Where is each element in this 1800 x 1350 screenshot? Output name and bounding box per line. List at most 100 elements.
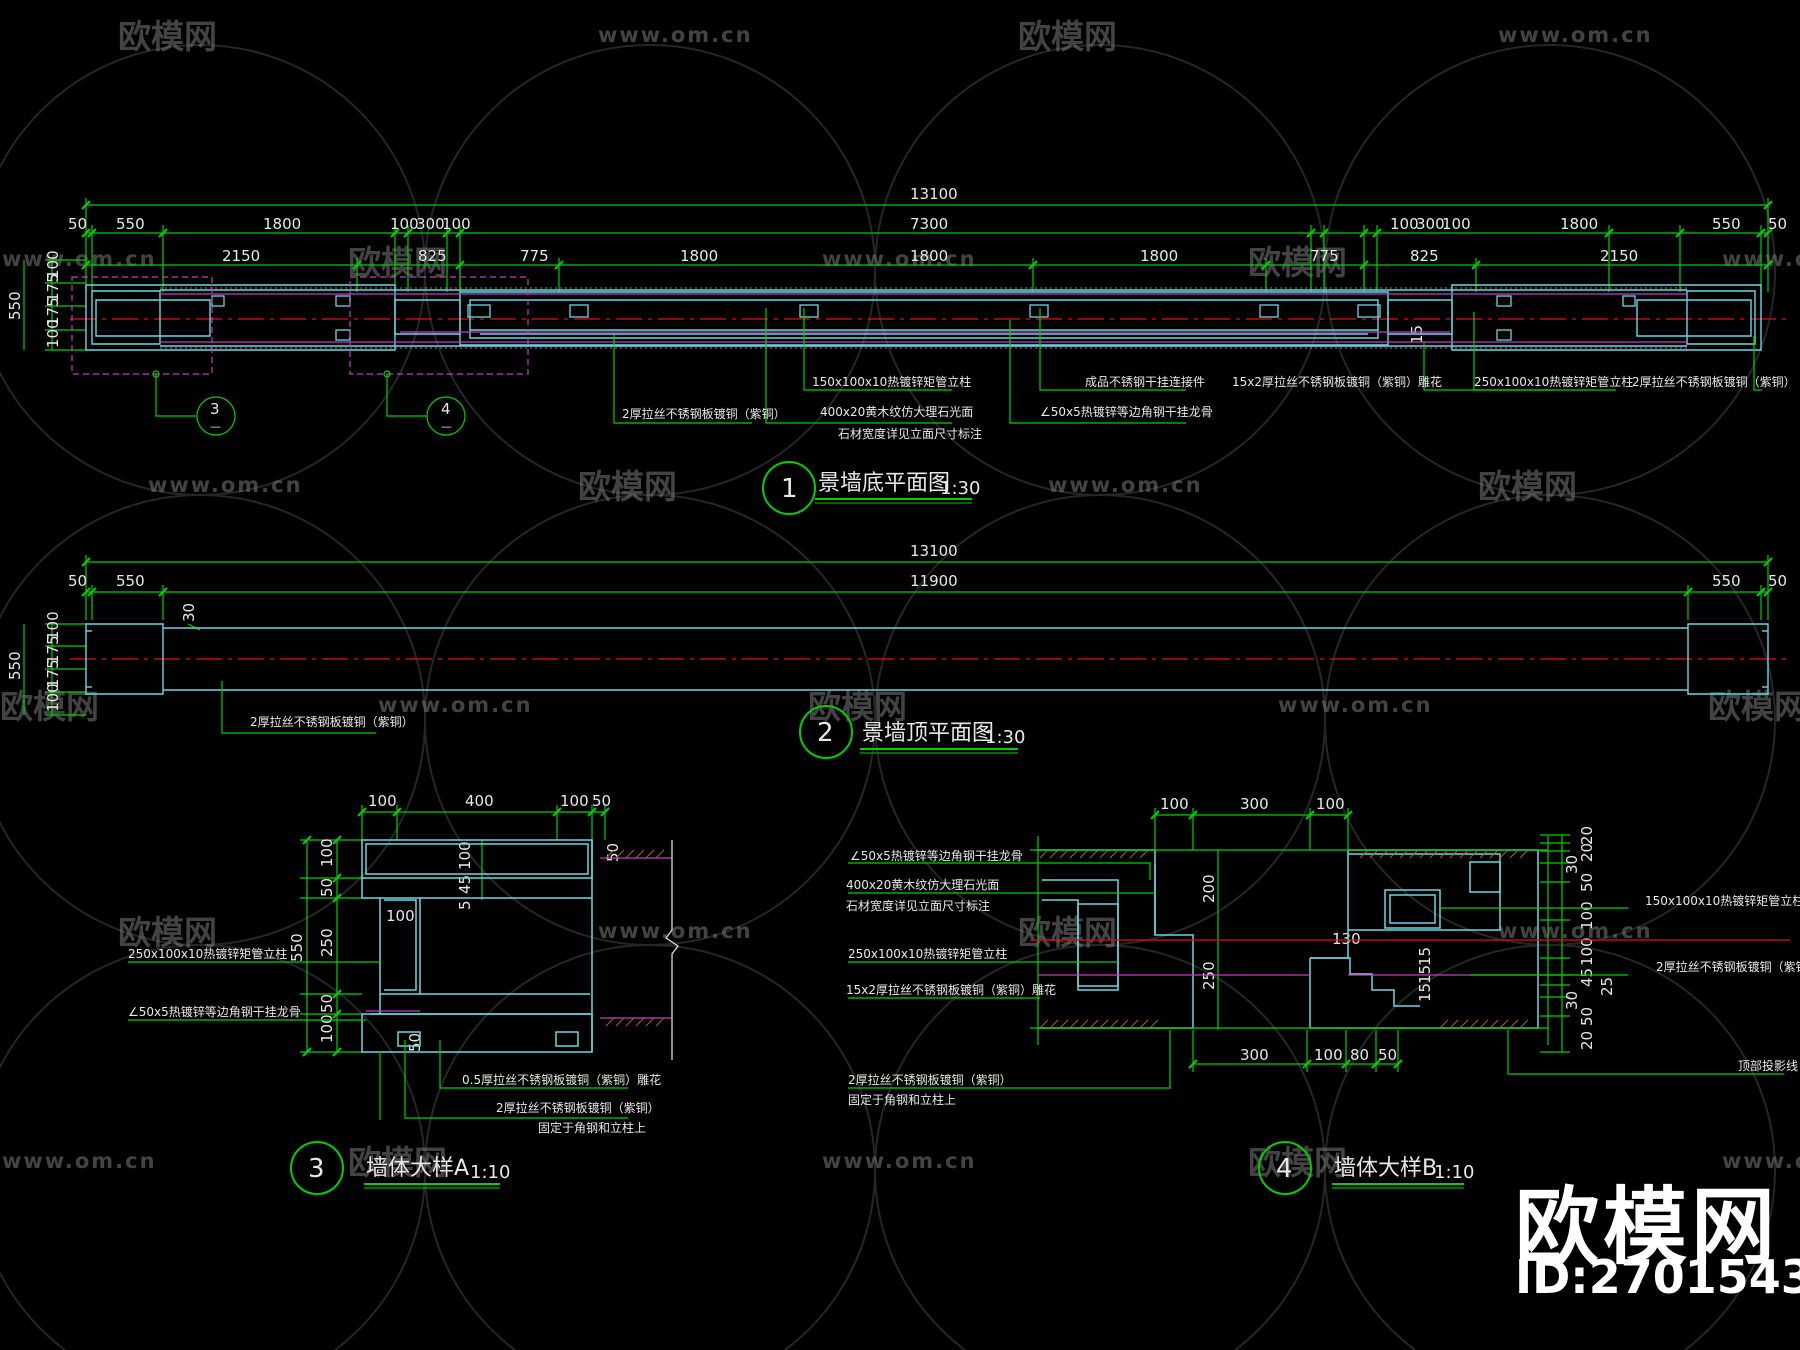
detail3-break-line — [665, 840, 679, 1060]
note: 固定于角钢和立柱上 — [538, 1120, 646, 1135]
note: 2厚拉丝不锈钢板镀铜（紫铜） — [848, 1072, 1012, 1087]
dim-text: 100 — [386, 907, 415, 925]
plan2-dimension-ticks — [81, 557, 1773, 597]
dim-text: 45 — [456, 875, 474, 894]
dim-text: 7300 — [910, 215, 948, 233]
detail4-dimension-texts: 100 300 100 300 100 80 50 20 20 30 50 10… — [1160, 795, 1616, 1064]
dim-text: 550 — [6, 651, 24, 680]
note: 2厚拉丝不锈钢板镀铜（紫铜） — [622, 406, 786, 421]
note: 15x2厚拉丝不锈钢板镀铜（紫铜）雕花 — [1232, 374, 1442, 389]
watermark-url: www.om.cn — [598, 919, 753, 943]
dim-text: 50 — [604, 843, 622, 862]
detail3-dimension-texts: 100 400 100 50 100 50 250 50 100 550 100… — [288, 792, 622, 1052]
watermark-logo: 欧模网 — [1248, 243, 1347, 282]
dim-text: 130 — [1332, 930, 1361, 948]
dim-text: 100 — [390, 215, 419, 233]
note: 2厚拉丝不锈钢板镀铜（紫铜） — [1656, 959, 1800, 974]
watermark-url: www.om.cn — [2, 247, 157, 271]
detail4-leaders — [848, 862, 1784, 1089]
dim-text: 50 — [68, 215, 87, 233]
plan1-posts — [211, 295, 1636, 341]
watermark-logo: 欧模网 — [1708, 687, 1800, 726]
title-text: 墙体大样A — [366, 1156, 469, 1181]
dim-text: 50 — [318, 878, 336, 897]
dim-text: 50 — [1578, 873, 1596, 892]
detail3-title: 3 墙体大样A 1:10 — [290, 1141, 510, 1195]
plan1-dimension-texts: 13100 50 550 1800 100 300 100 7300 100 3… — [6, 185, 1787, 348]
watermark-logo: 欧模网 — [348, 243, 447, 282]
plan2-dimension-texts: 13100 50 550 11900 550 50 100 175 175 10… — [6, 542, 1787, 712]
title-number: 2 — [817, 718, 834, 748]
watermark-logo: 欧模网 — [348, 1143, 447, 1182]
note: ∠50x5热镀锌等边角钢干挂龙骨 — [850, 849, 1023, 863]
dim-text: 300 — [1416, 215, 1445, 233]
callout-4: 4 — [441, 400, 451, 418]
dim-text: 50 — [1378, 1046, 1397, 1064]
note: ∠50x5热镀锌等边角钢干挂龙骨 — [1040, 405, 1213, 419]
dim-text: 100 — [44, 683, 62, 712]
callout-3: 3 — [210, 400, 220, 418]
detail3-dimension-lines — [300, 805, 606, 1053]
dim-text: 100 — [44, 250, 62, 279]
dim-text: 100 — [44, 611, 62, 640]
dim-text: 100 — [1578, 937, 1596, 966]
dim-text: 550 — [6, 291, 24, 320]
watermark-circles — [0, 44, 1776, 1350]
detail4-stone-hatch — [1039, 849, 1529, 1029]
watermark-logo: 欧模网 — [1018, 913, 1117, 952]
dim-text: 30 — [1563, 855, 1581, 874]
note: 150x100x10热镀锌矩管立柱 — [812, 374, 971, 389]
dim-text: 250 — [1200, 961, 1218, 990]
plan1-note-leaders — [613, 308, 1762, 424]
detail3-stone-hatch — [605, 849, 665, 1027]
title-scale: 1:30 — [940, 478, 980, 499]
note: 2厚拉丝不锈钢板镀铜（紫铜） — [250, 714, 414, 729]
dim-text: 100 — [1578, 901, 1596, 930]
dim-text: 100 — [318, 838, 336, 867]
dim-text: 300 — [1240, 1046, 1269, 1064]
dim-text: 100 — [456, 841, 474, 870]
dim-text: 300 — [1240, 795, 1269, 813]
note: 成品不锈钢干挂连接件 — [1085, 374, 1205, 389]
note: 150x100x10热镀锌矩管立柱 — [1645, 893, 1800, 908]
watermark-url: www.om.cn — [2, 1149, 157, 1173]
dim-text: 45 — [1578, 968, 1596, 987]
note: 顶部投影线 — [1738, 1058, 1798, 1073]
dim-text: 300 — [416, 215, 445, 233]
dim-text: 175 — [44, 273, 62, 302]
dim-text: 50 — [1768, 215, 1787, 233]
dim-text: 825 — [418, 247, 447, 265]
callout-sub: — — [441, 420, 452, 433]
watermark-url: www.om.cn — [1498, 919, 1653, 943]
dim-text: 100 — [1442, 215, 1471, 233]
note: 石材宽度详见立面尺寸标注 — [846, 898, 990, 913]
detail4-dimension-ticks — [1150, 810, 1403, 1069]
dim-text: 11900 — [910, 572, 958, 590]
dim-text: 1800 — [1140, 247, 1178, 265]
note: 固定于角钢和立柱上 — [848, 1092, 956, 1107]
title-text: 景墙顶平面图 — [862, 721, 994, 746]
dim-text: 50 — [406, 1033, 424, 1052]
dim-text: 50 — [1578, 1007, 1596, 1026]
detail-3: 100 400 100 50 100 50 250 50 100 550 100… — [128, 792, 679, 1195]
plan1-dimension-lines — [23, 198, 1769, 351]
detail3-notes: 250x100x10热镀锌矩管立柱 ∠50x5热镀锌等边角钢干挂龙骨 0.5厚拉… — [128, 946, 661, 1135]
dim-text: 825 — [1410, 247, 1439, 265]
note: 400x20黄木纹仿大理石光面 — [846, 878, 999, 892]
plan2-title: 2 景墙顶平面图 1:30 — [799, 705, 1025, 759]
watermark-url: www.om.cn — [598, 23, 753, 47]
detail3-leaders — [128, 961, 628, 1120]
plan1-notes: 2厚拉丝不锈钢板镀铜（紫铜） 150x100x10热镀锌矩管立柱 400x20黄… — [622, 374, 1796, 441]
plan2-outline — [85, 623, 1769, 695]
watermark-url: www.om.cn — [148, 473, 303, 497]
plan1-callout-boxes — [71, 276, 529, 375]
title-scale: 1:10 — [1434, 1162, 1474, 1183]
dim-text: 100 — [1316, 795, 1345, 813]
dim-text: 250 — [318, 928, 336, 957]
plan1-stone-pattern — [160, 287, 1687, 349]
dim-text: 1800 — [1560, 215, 1598, 233]
dim-text: 1800 — [263, 215, 301, 233]
dim-text: 175 — [44, 635, 62, 664]
dim-text: 20 — [1578, 826, 1596, 845]
